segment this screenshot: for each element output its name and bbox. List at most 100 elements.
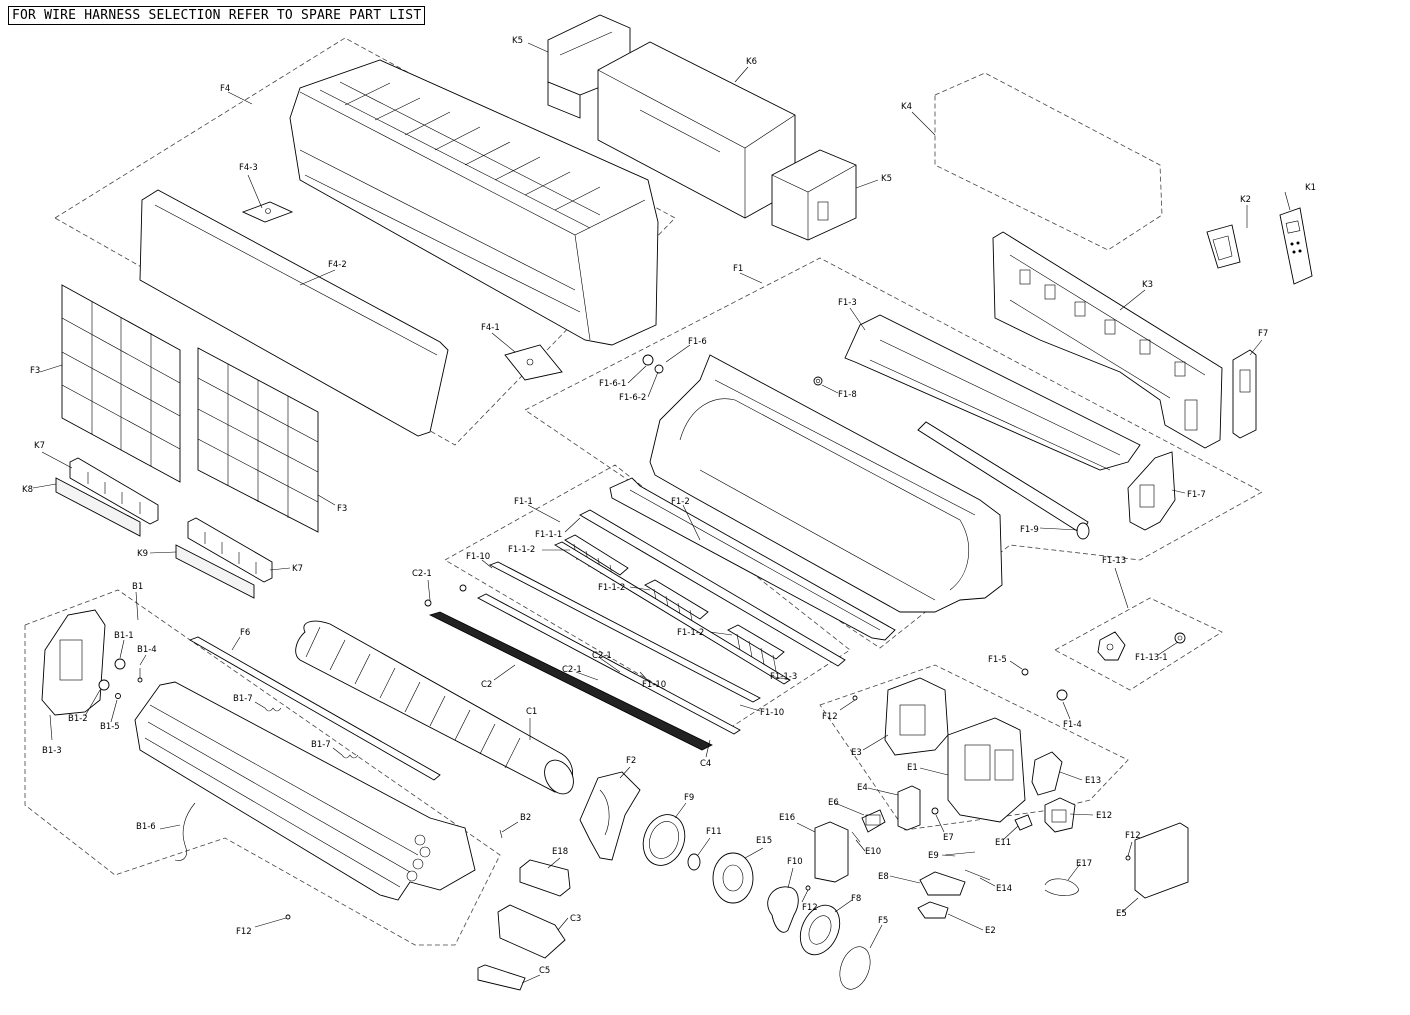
label-e7: E7 — [943, 833, 954, 843]
label-b1-3: B1-3 — [42, 746, 62, 756]
label-f1-3: F1-3 — [838, 298, 857, 308]
f12-screws — [285, 695, 1131, 920]
e5-terminal-cover — [1134, 822, 1189, 899]
label-b1-7-b: B1-7 — [311, 740, 331, 750]
label-k4: K4 — [901, 102, 912, 112]
label-f4-1: F4-1 — [481, 323, 500, 333]
e11-pcb-small — [1014, 814, 1033, 831]
label-f1-9: F1-9 — [1020, 525, 1039, 535]
label-f1-2: F1-2 — [671, 497, 690, 507]
c3-drain-part — [497, 904, 566, 959]
f11-fan-motor — [687, 853, 701, 871]
f1-7-side-cover — [1127, 451, 1176, 531]
f2-bearing-holder — [579, 771, 641, 861]
label-b1-4: B1-4 — [137, 645, 157, 655]
f1-13-swing-motor — [1097, 631, 1126, 661]
label-e8: E8 — [878, 872, 889, 882]
f5-ring — [839, 946, 871, 990]
label-f1-1-1: F1-1-1 — [535, 530, 562, 540]
b1-5-sensor — [115, 693, 121, 699]
label-f1-5: F1-5 — [988, 655, 1007, 665]
label-e6: E6 — [828, 798, 839, 808]
label-b1-6: B1-6 — [136, 822, 156, 832]
group-outline-f1-1 — [444, 464, 851, 729]
e17-wire-harness — [1044, 878, 1079, 896]
label-k9: K9 — [137, 549, 148, 559]
f1-5-part — [1021, 668, 1029, 676]
label-e13: E13 — [1085, 776, 1101, 786]
k7-filter-frame-upper — [69, 457, 159, 525]
label-k1: K1 — [1305, 183, 1316, 193]
label-f4-3: F4-3 — [239, 163, 258, 173]
label-f12-d: F12 — [236, 927, 252, 937]
label-b1-7-a: B1-7 — [233, 694, 253, 704]
label-f1-1-3: F1-1-3 — [770, 672, 797, 682]
label-b1-1: B1-1 — [114, 631, 134, 641]
c2-1-clip — [424, 584, 467, 607]
label-e5: E5 — [1116, 909, 1127, 919]
f1-13-1-motor-part — [1174, 632, 1186, 644]
label-c5: C5 — [539, 966, 550, 976]
label-f4-2: F4-2 — [328, 260, 347, 270]
label-c2-1-c: C2-1 — [562, 665, 582, 675]
f4-front-grille — [289, 59, 659, 346]
label-f1-13: F1-13 — [1102, 556, 1126, 566]
label-b1-2: B1-2 — [68, 714, 88, 724]
f1-1-2-louver-set-a — [564, 534, 629, 582]
f1-10-louver-guide — [488, 561, 761, 703]
label-b1-5: B1-5 — [100, 722, 120, 732]
label-e1: E1 — [907, 763, 918, 773]
label-e10: E10 — [865, 847, 881, 857]
e6-terminal-strip — [861, 809, 886, 833]
label-e17: E17 — [1076, 859, 1092, 869]
label-e3: E3 — [851, 748, 862, 758]
f3-air-filter-left — [61, 284, 181, 483]
label-f1-6-2: F1-6-2 — [619, 393, 646, 403]
label-f12-a: F12 — [822, 712, 838, 722]
f4-1-panel-hinge — [504, 344, 563, 381]
wire-harness-note: FOR WIRE HARNESS SELECTION REFER TO SPAR… — [8, 6, 426, 25]
e18-receiver-unit — [519, 859, 571, 897]
label-f11: F11 — [706, 827, 722, 837]
label-e2: E2 — [985, 926, 996, 936]
b1-7-clip — [264, 707, 359, 759]
label-e15: E15 — [756, 836, 772, 846]
label-f1-6: F1-6 — [688, 337, 707, 347]
k8-filter-element — [55, 477, 141, 537]
label-c4: C4 — [700, 759, 711, 769]
label-e9: E9 — [928, 851, 939, 861]
k3-mounting-plate — [992, 231, 1223, 449]
f1-1-2-louver-set-c — [727, 624, 785, 672]
label-f7: F7 — [1258, 329, 1268, 339]
label-f1-7: F1-7 — [1187, 490, 1206, 500]
b1-2-fitting — [98, 679, 110, 691]
label-c3: C3 — [570, 914, 581, 924]
f1-3-drain-pan — [844, 314, 1141, 471]
f4-3-panel-hinge — [241, 201, 294, 223]
c5-insulation — [477, 964, 526, 991]
f1-4-part — [1056, 689, 1068, 701]
label-b2: B2 — [520, 813, 531, 823]
label-f5: F5 — [878, 916, 888, 926]
label-f3-left: F3 — [30, 366, 40, 376]
label-k7-lower: K7 — [292, 564, 303, 574]
f1-9-insulation-tube — [917, 421, 1090, 540]
label-e12: E12 — [1096, 811, 1112, 821]
f6-piping-support — [188, 636, 441, 781]
label-k5-right: K5 — [881, 174, 892, 184]
f1-6-bearing — [642, 354, 664, 374]
label-f1-1-2-b: F1-1-2 — [598, 583, 625, 593]
label-c2-1-a: C2-1 — [412, 569, 432, 579]
label-f1-10-b: F1-10 — [642, 680, 666, 690]
label-k6: K6 — [746, 57, 757, 67]
label-f6: F6 — [240, 628, 250, 638]
f3-air-filter-right — [197, 347, 319, 533]
b1-heat-exchanger — [134, 681, 476, 901]
label-f12-b: F12 — [802, 903, 818, 913]
label-f1-13-1: F1-13-1 — [1135, 653, 1168, 663]
label-f4: F4 — [220, 84, 230, 94]
b1-1-fitting — [114, 658, 126, 670]
e2-sensor-holder — [917, 901, 949, 919]
label-c2-1-b: C2-1 — [592, 651, 612, 661]
e8-sensor-assembly — [919, 871, 966, 896]
